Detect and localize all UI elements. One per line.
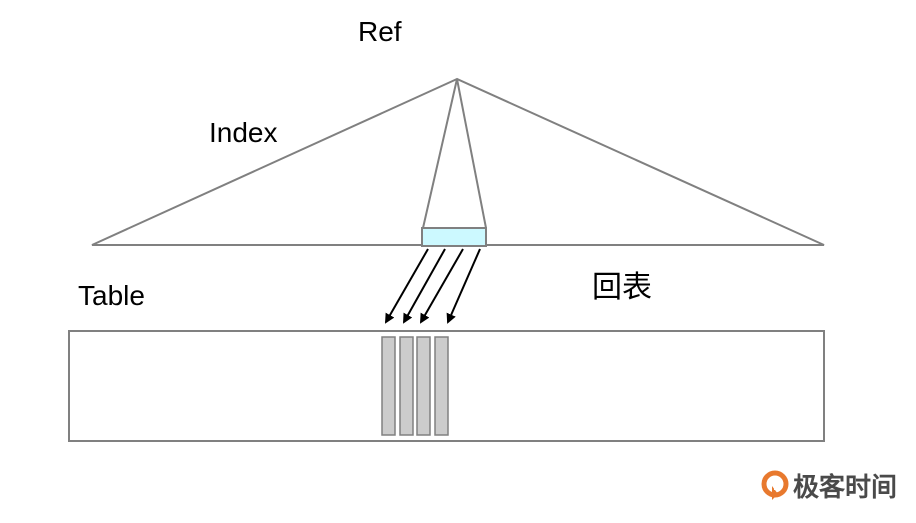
table-rows xyxy=(381,336,449,436)
search-path-cone xyxy=(422,78,487,229)
table-row xyxy=(434,336,449,436)
table-row xyxy=(399,336,414,436)
lookup-arrow xyxy=(403,248,446,324)
index-label: Index xyxy=(209,117,278,148)
index-tree-triangle xyxy=(91,77,825,246)
index-leaf-range xyxy=(421,227,487,247)
lookup-arrows xyxy=(385,248,481,324)
lookup-back-label: 回表 xyxy=(592,271,652,304)
geektime-logo-icon xyxy=(761,470,789,500)
table-label: Table xyxy=(78,280,145,311)
ref-label: Ref xyxy=(358,16,402,47)
table-row xyxy=(416,336,431,436)
lookup-arrow xyxy=(446,248,481,324)
lookup-arrow xyxy=(420,248,464,324)
watermark-text: 极客时间 xyxy=(793,472,897,503)
lookup-arrow xyxy=(385,248,429,324)
table-row xyxy=(381,336,396,436)
